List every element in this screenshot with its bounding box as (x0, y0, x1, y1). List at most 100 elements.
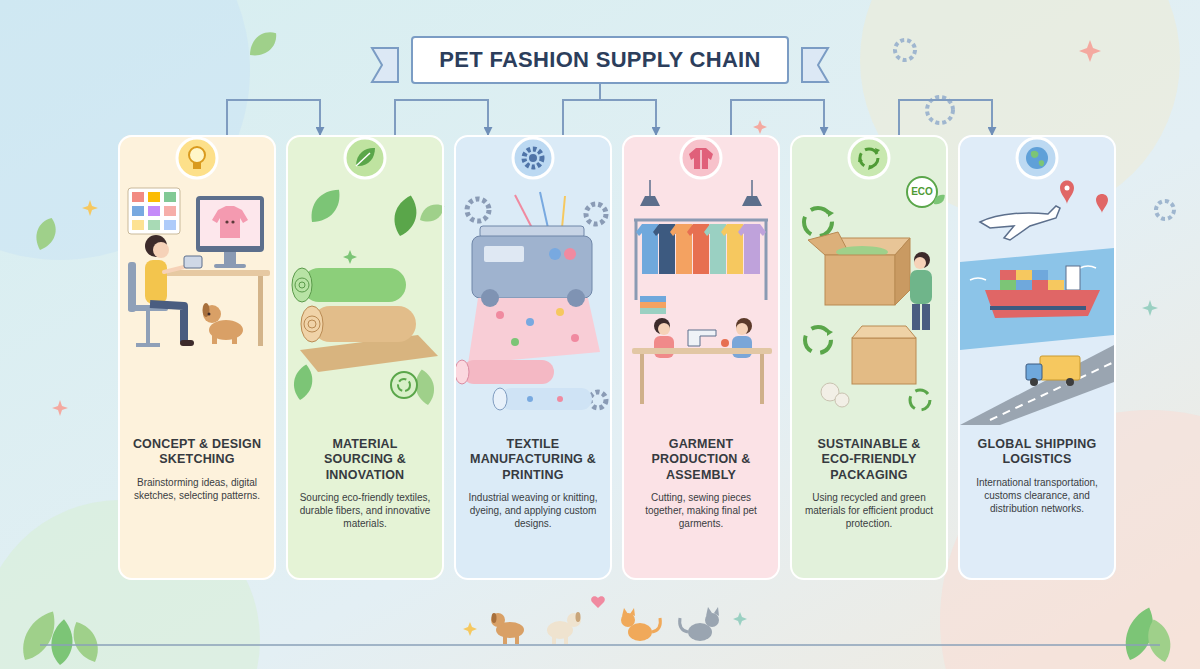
design-desk-illustration (208, 313, 211, 316)
sparkles (753, 120, 767, 134)
printing-machine-illustration (493, 388, 507, 410)
process-card: SUSTAINABLE & ECO-FRIENDLY PACKAGINGUsin… (790, 135, 948, 580)
packaging-illustration (910, 270, 932, 304)
printing-machine-illustration (590, 392, 606, 408)
gear-icon (513, 138, 553, 178)
recycle-icon (858, 157, 863, 162)
fabric-rolls-illustration (304, 183, 347, 229)
pets-illustration (40, 644, 1160, 646)
design-desk-illustration (132, 192, 144, 202)
packaging-illustration (914, 252, 930, 268)
design-desk-illustration (164, 192, 176, 202)
printing-machine-illustration (467, 199, 489, 221)
printing-machine-illustration (515, 195, 532, 228)
shipping-illustration (1032, 280, 1048, 290)
badge-label: ECO (907, 185, 937, 199)
shipping-illustration (960, 248, 1114, 350)
packaging-illustration (914, 257, 926, 269)
design-desk-illustration (200, 200, 260, 246)
card-fill (454, 135, 612, 580)
recycle-icon (875, 148, 880, 154)
shipping-illustration (1000, 280, 1016, 290)
workshop-illustration (634, 219, 768, 222)
shipping-illustration (990, 306, 1086, 310)
fabric-rolls-illustration (308, 320, 316, 328)
design-desk-illustration (136, 343, 160, 347)
bulb-icon (177, 138, 217, 178)
shipping-illustration (1030, 378, 1038, 386)
pets-illustration (680, 618, 688, 632)
shipping-illustration (1040, 356, 1080, 380)
sparkles (82, 200, 98, 216)
globe-icon (1031, 151, 1044, 166)
printing-machine-illustration (567, 289, 585, 307)
fabric-rolls-illustration (295, 278, 309, 292)
shipping-illustration (1060, 181, 1074, 205)
process-card: GARMENT PRODUCTION & ASSEMBLYCutting, se… (622, 135, 780, 580)
design-desk-illustration (150, 304, 184, 342)
pets-illustration (706, 607, 712, 616)
pets-illustration (492, 613, 497, 623)
design-desk-illustration (128, 262, 136, 312)
workshop-illustration (632, 180, 772, 404)
pets-illustration (733, 612, 747, 626)
globe-icon (1026, 147, 1048, 169)
deco-leaves (15, 26, 1176, 666)
pets-illustration (714, 607, 719, 616)
card-fill (790, 135, 948, 580)
workshop-illustration (640, 354, 644, 404)
jacket-icon (681, 138, 721, 178)
workshop-illustration (736, 323, 748, 335)
shipping-illustration (1066, 266, 1080, 290)
title-ribbon (802, 48, 828, 82)
flow-arrow (731, 100, 824, 135)
fabric-rolls-illustration (343, 250, 357, 264)
card-heading: GLOBAL SHIPPING LOGISTICS (969, 437, 1105, 468)
card-description: Industrial weaving or knitting, dyeing, … (465, 491, 601, 530)
leaf-icon (356, 153, 370, 166)
design-desk-illustration (180, 340, 194, 346)
printing-machine-illustration (526, 318, 534, 326)
recycle-icon (868, 165, 873, 170)
card-fill (622, 135, 780, 580)
deco-leaves (50, 618, 75, 666)
printing-machine-illustration (540, 192, 548, 228)
globe-icon (1017, 138, 1057, 178)
shipping-illustration (1066, 378, 1074, 386)
shipping-illustration (1016, 270, 1032, 280)
printing-machine-illustration (556, 308, 564, 316)
workshop-illustration (738, 224, 766, 274)
packaging-illustration (910, 390, 930, 410)
fabric-rolls-illustration (291, 183, 448, 406)
shipping-illustration (960, 345, 1114, 425)
deco-gears (895, 40, 915, 60)
recycle-icon (849, 138, 889, 178)
printing-machine-illustration (468, 298, 600, 364)
printing-machine-illustration (500, 388, 592, 410)
leaf-icon (345, 138, 385, 178)
card-fill (118, 135, 1116, 580)
shipping-illustration (1065, 186, 1070, 191)
card-description: Brainstorming ideas, digital sketches, s… (129, 476, 265, 502)
design-desk-illustration (164, 220, 176, 230)
workshop-illustration (640, 196, 660, 206)
workshop-illustration (632, 348, 772, 354)
jacket-icon (700, 150, 701, 169)
fabric-rolls-illustration (301, 306, 323, 342)
shipping-illustration (960, 181, 1114, 426)
shipping-illustration (985, 290, 1100, 318)
packaging-illustration (910, 390, 930, 410)
shipping-illustration (1096, 194, 1108, 213)
deco-leaves (32, 215, 61, 253)
packaging-illustration (825, 255, 895, 305)
printing-machine-illustration (557, 396, 563, 402)
packaging-illustration (922, 304, 930, 330)
printing-machine-illustration (455, 360, 469, 384)
bulb-icon (193, 163, 201, 169)
design-desk-illustration (258, 276, 263, 346)
design-desk-illustration (128, 188, 180, 234)
workshop-illustration (721, 339, 729, 347)
printing-machine-illustration (462, 360, 554, 384)
card-heading: GARMENT PRODUCTION & ASSEMBLY (633, 437, 769, 483)
